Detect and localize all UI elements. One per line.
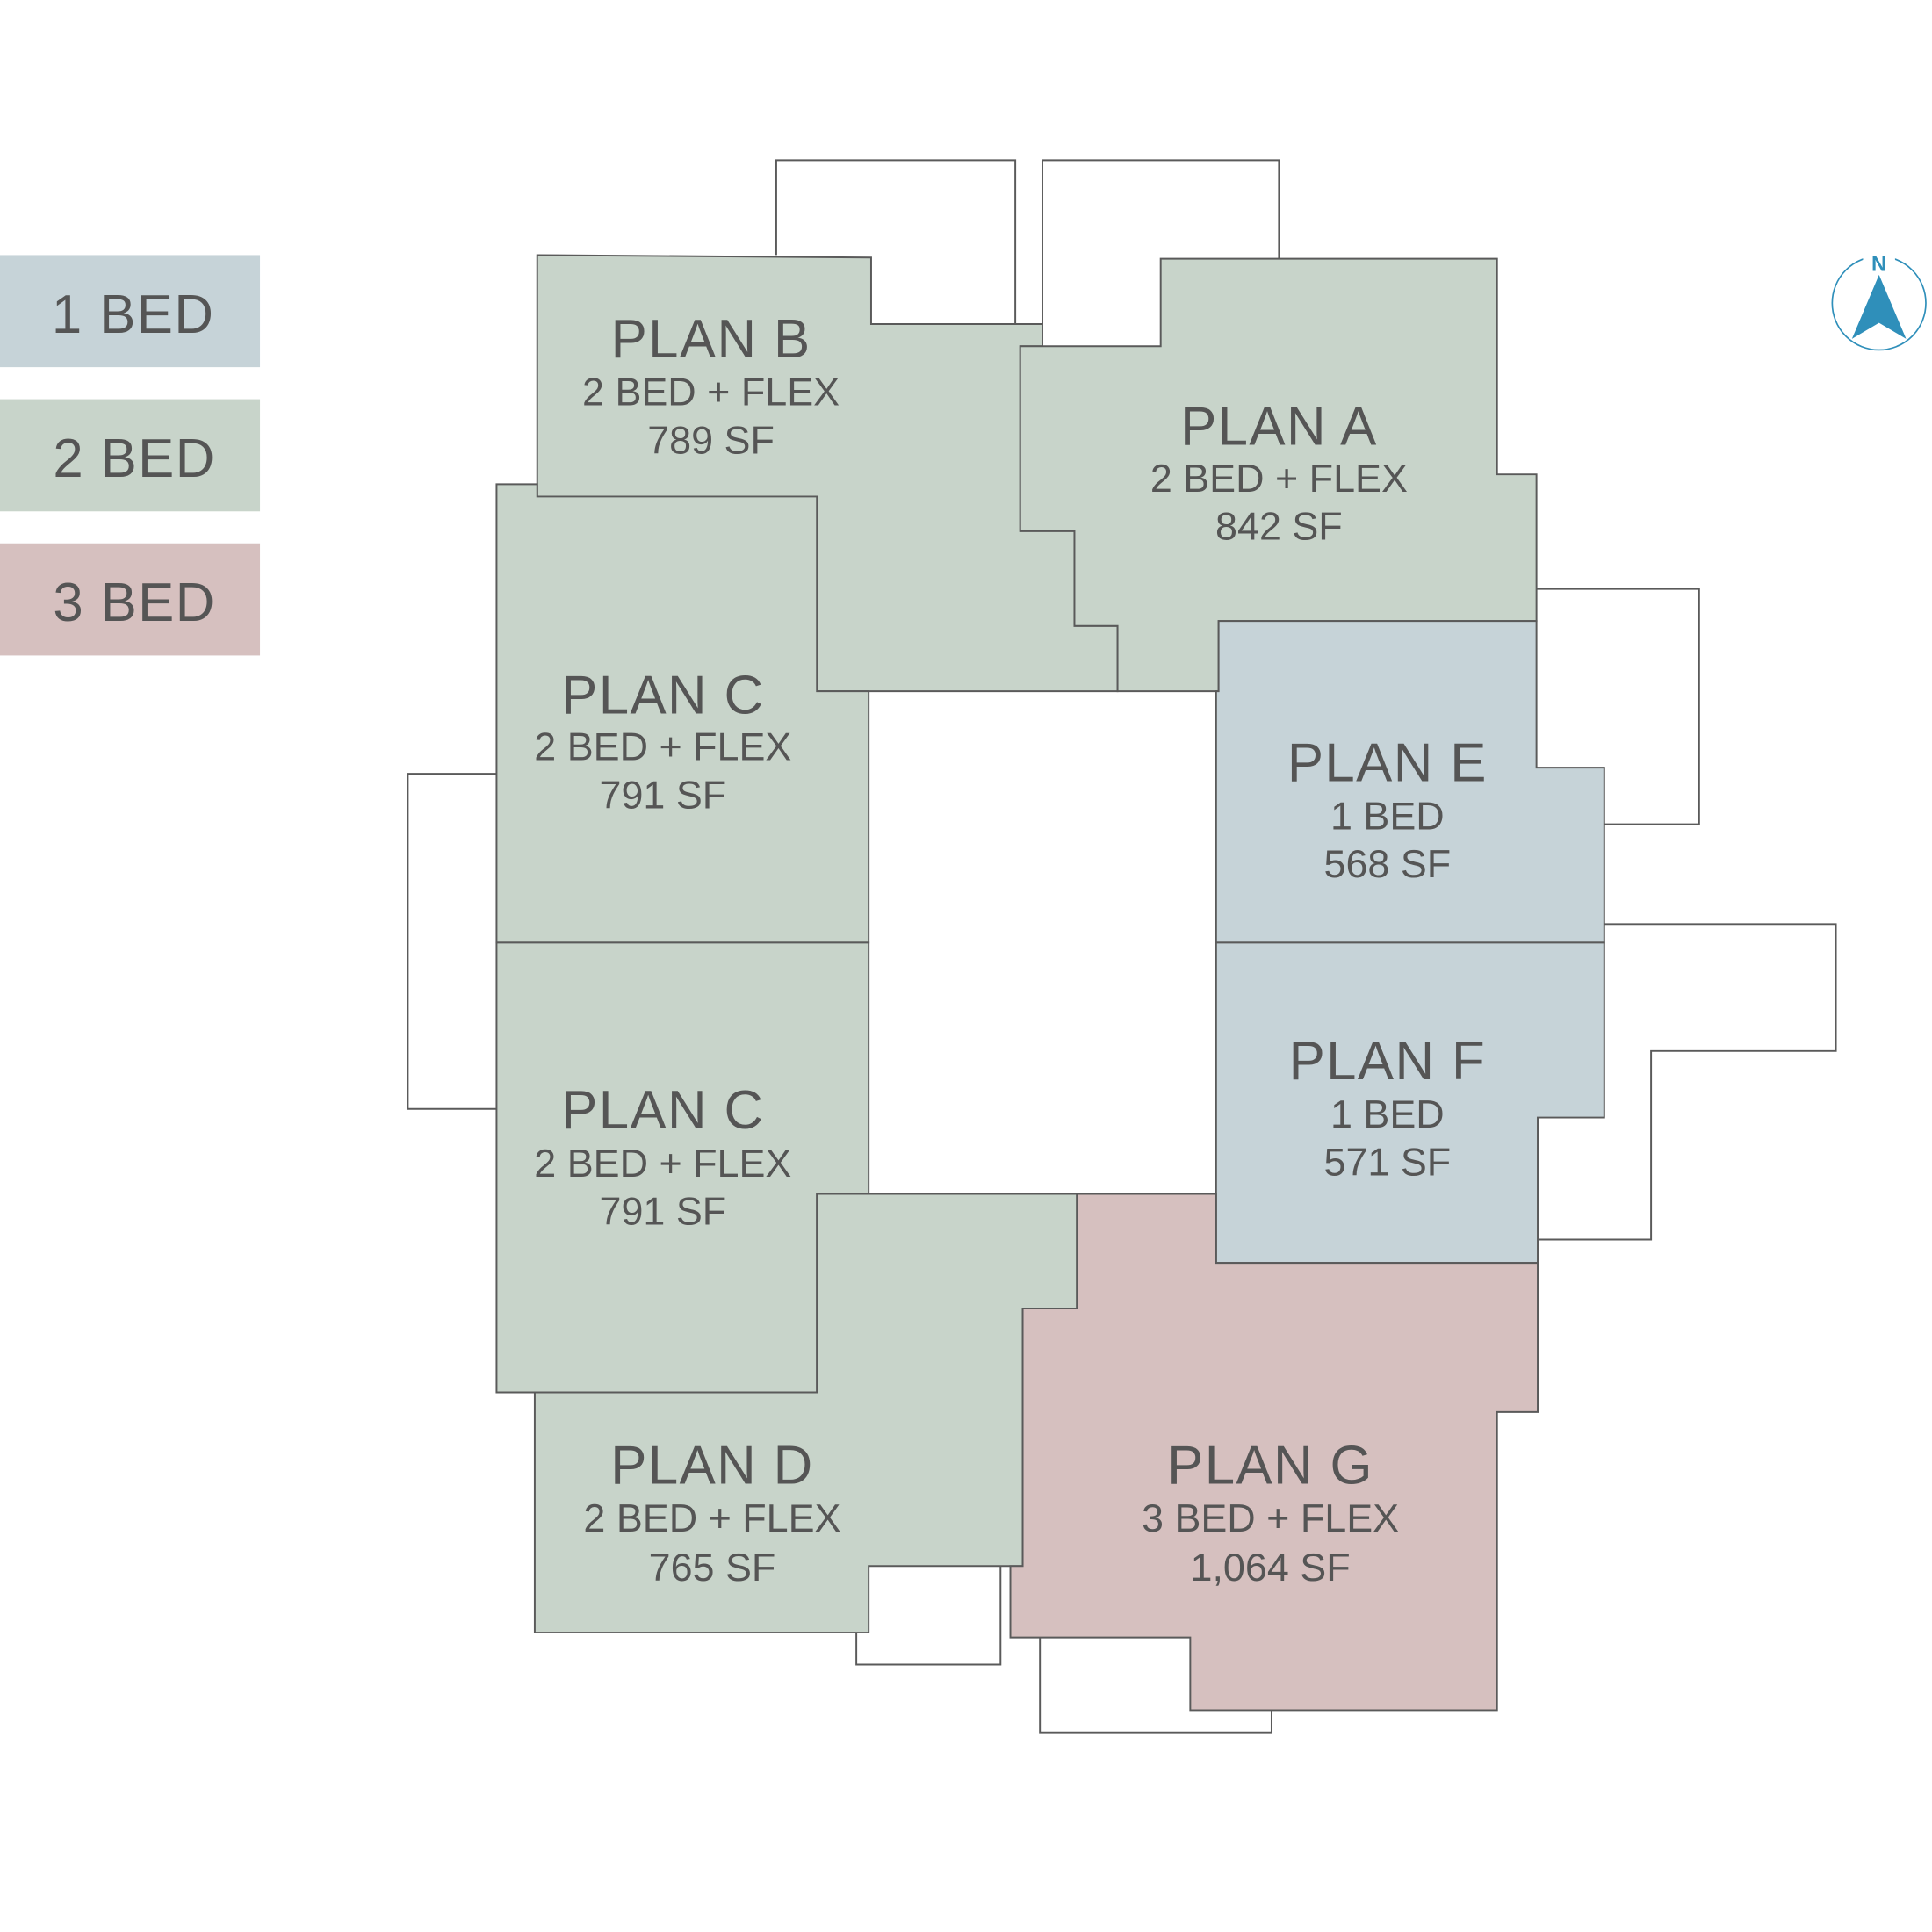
- plan-c-upper-area: 791 SF: [600, 772, 727, 817]
- legend-item-2-bed[interactable]: 2 BED: [0, 399, 261, 512]
- plan-c-lower-type: 2 BED + FLEX: [534, 1141, 791, 1186]
- plan-e-name: PLAN E: [1287, 733, 1488, 794]
- unit-plan-g[interactable]: PLAN G 3 BED + FLEX 1,064 SF: [1009, 1193, 1539, 1712]
- legend-swatch-3-bed: [0, 543, 261, 656]
- legend-swatch-1-bed: [0, 255, 261, 368]
- plan-a-area: 842 SF: [1215, 504, 1343, 549]
- plan-b-area: 789 SF: [647, 417, 775, 462]
- balcony-plan-d: [855, 1566, 1002, 1666]
- unit-plan-a[interactable]: PLAN A 2 BED + FLEX 842 SF: [1019, 257, 1538, 693]
- plan-b-type: 2 BED + FLEX: [582, 370, 840, 415]
- plan-c-upper-type: 2 BED + FLEX: [534, 724, 791, 769]
- unit-plan-c-upper[interactable]: PLAN C 2 BED + FLEX 791 SF: [495, 483, 870, 944]
- legend-label-2-bed: 2 BED: [53, 429, 215, 489]
- balcony-plan-e: [1536, 588, 1700, 825]
- plan-b-name: PLAN B: [611, 309, 811, 370]
- plan-c-lower-area: 791 SF: [600, 1189, 727, 1234]
- balcony-plan-a: [1042, 159, 1280, 325]
- plan-f-type: 1 BED: [1330, 1092, 1445, 1136]
- plan-e-area: 568 SF: [1324, 841, 1452, 886]
- plan-f-name: PLAN F: [1289, 1031, 1486, 1092]
- plan-g-type: 3 BED + FLEX: [1142, 1496, 1399, 1540]
- plan-d-type: 2 BED + FLEX: [583, 1496, 840, 1540]
- unit-plan-f[interactable]: PLAN F 1 BED 571 SF: [1215, 941, 1605, 1265]
- legend-label-3-bed: 3 BED: [53, 573, 215, 633]
- balcony-plan-c: [407, 773, 497, 1110]
- legend-label-1-bed: 1 BED: [52, 285, 214, 345]
- unit-shape-plan-g[interactable]: [1009, 1193, 1539, 1712]
- plan-d-area: 765 SF: [649, 1545, 776, 1590]
- north-compass-icon: N: [1831, 251, 1927, 351]
- unit-plan-c-lower[interactable]: PLAN C 2 BED + FLEX 791 SF: [495, 941, 870, 1394]
- unit-plan-d[interactable]: PLAN D 2 BED + FLEX 765 SF: [533, 1193, 1078, 1634]
- plan-d-name: PLAN D: [610, 1435, 813, 1496]
- compass-north-label: N: [1871, 253, 1886, 277]
- balconies: [407, 159, 1837, 1734]
- plan-g-name: PLAN G: [1167, 1435, 1373, 1496]
- plan-a-type: 2 BED + FLEX: [1150, 456, 1408, 501]
- balcony-plan-b: [775, 159, 1017, 325]
- balcony-plan-g: [1039, 1637, 1272, 1734]
- unit-plan-e[interactable]: PLAN E 1 BED 568 SF: [1215, 620, 1605, 944]
- plan-g-area: 1,064 SF: [1191, 1545, 1351, 1590]
- unit-shape-plan-a[interactable]: [1019, 257, 1538, 693]
- plan-e-type: 1 BED: [1330, 793, 1445, 838]
- legend-swatch-2-bed: [0, 399, 261, 512]
- balcony-plan-f: [1538, 923, 1837, 1241]
- legend: 1 BED 2 BED 3 BED: [0, 255, 261, 656]
- plan-c-upper-name: PLAN C: [561, 665, 764, 725]
- legend-item-1-bed[interactable]: 1 BED: [0, 255, 261, 368]
- plan-a-name: PLAN A: [1180, 397, 1378, 458]
- north-arrow-icon: [1851, 274, 1907, 339]
- plan-c-lower-name: PLAN C: [561, 1080, 764, 1141]
- legend-item-3-bed[interactable]: 3 BED: [0, 543, 261, 656]
- plan-f-area: 571 SF: [1324, 1140, 1452, 1185]
- unit-plan-b[interactable]: PLAN B 2 BED + FLEX 789 SF: [536, 254, 1119, 693]
